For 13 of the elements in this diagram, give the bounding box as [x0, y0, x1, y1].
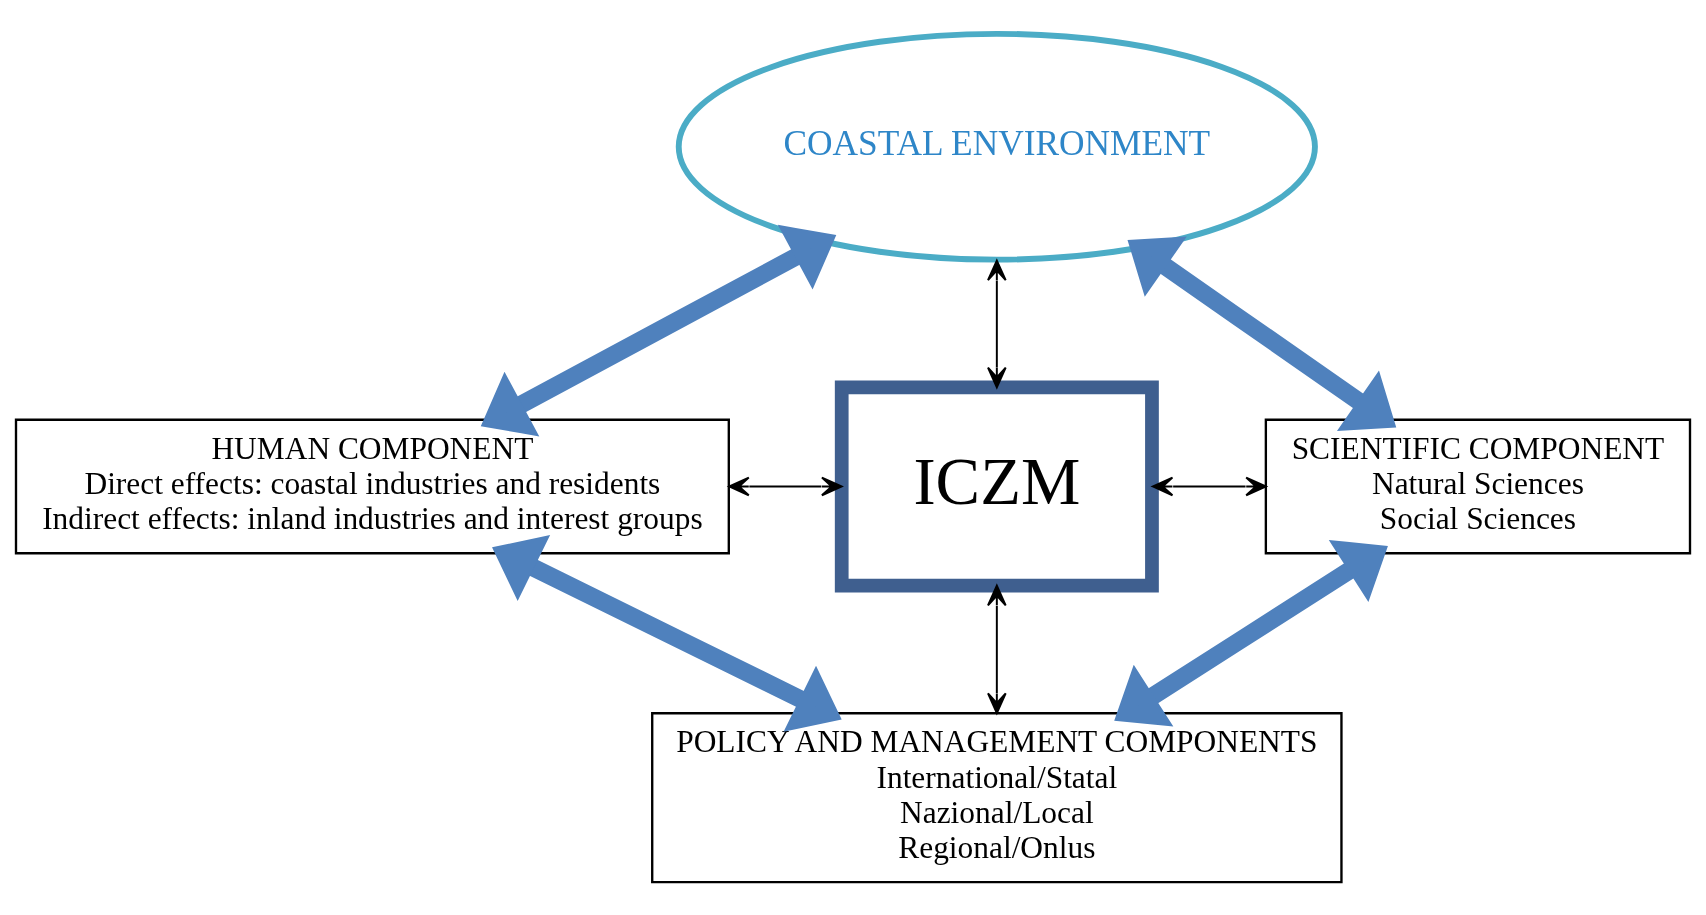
node-box: POLICY AND MANAGEMENT COMPONENTS International/Statal Nazional/Local Regional/Onlus: [651, 711, 1343, 883]
arrow: [987, 259, 1007, 388]
node-box: HUMAN COMPONENT Direct effects: coastal industries and residents Indirect effects: inland industries and interest groups: [14, 418, 730, 554]
node-box: ICZM: [834, 379, 1159, 592]
arrow: [1114, 539, 1388, 727]
arrow: [987, 584, 1007, 714]
arrow: [492, 534, 842, 732]
node-ellipse: COASTAL ENVIRONMENT: [675, 30, 1318, 263]
arrow: [728, 476, 843, 496]
arrow: [480, 224, 837, 436]
arrow: [1127, 236, 1397, 431]
arrow: [1151, 476, 1267, 496]
node-box: SCIENTIFIC COMPONENT Natural Sciences Social Sciences: [1264, 418, 1692, 554]
